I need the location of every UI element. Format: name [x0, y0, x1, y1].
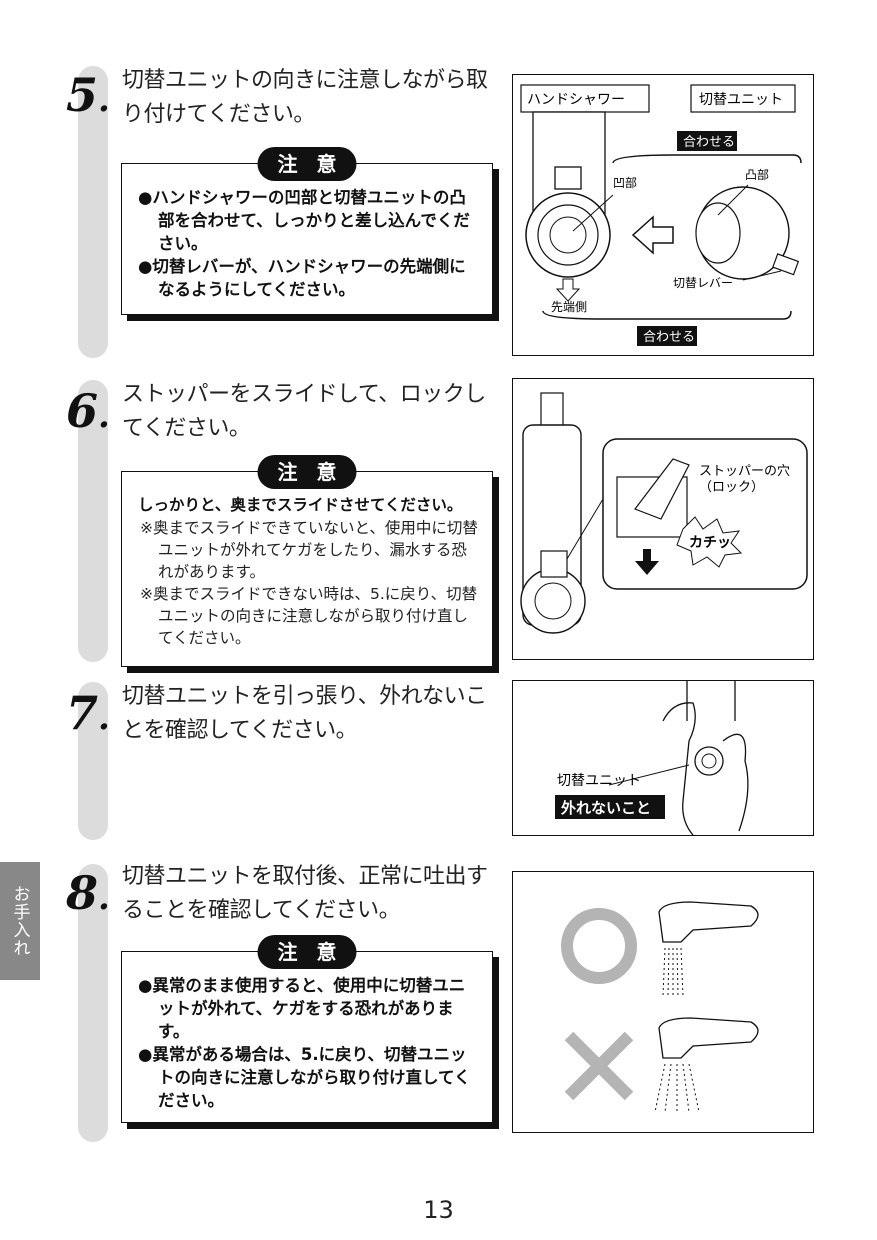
step-7-number: 7. [66, 686, 110, 740]
ng-cross-icon [564, 1031, 634, 1101]
step-8-caution-box: 注 意 ●異常のまま使用すると、使用中に切替ユニットが外れて、ケガをする恐れがあ… [121, 935, 493, 1123]
step-6-caution-box: 注 意 しっかりと、奥までスライドさせてください。 ※奥までスライドできていない… [121, 455, 493, 667]
page-number: 13 [423, 1196, 454, 1224]
label-lock: （ロック） [699, 480, 764, 495]
caution-line: ●異常のまま使用すると、使用中に切替ユニットが外れて、ケガをする恐れがあります。 [138, 976, 466, 1041]
caution-label: 注 意 [257, 455, 357, 489]
step-5-bar [78, 66, 108, 358]
section-side-tab[interactable]: お手入れ [0, 862, 40, 980]
label-align-top: 合わせる [683, 135, 735, 150]
caution-line: ●異常がある場合は、5.に戻り、切替ユニットの向きに注意しながら取り付け直してく… [138, 1045, 471, 1110]
label-switch-unit: 切替ユニット [699, 92, 783, 108]
step-6-bar [78, 380, 108, 662]
step-8-number: 8. [66, 866, 110, 920]
label-concave: 凹部 [613, 175, 637, 190]
step-8-title: 切替ユニットを取付後、正常に吐出することを確認してください。 [122, 864, 488, 923]
step-6-figure: ストッパーの穴 （ロック） カチッ [512, 378, 814, 660]
label-switch-unit: 切替ユニット [557, 773, 641, 789]
step-6-title: ストッパーをスライドして、ロックしてください。 [122, 382, 486, 441]
ok-circle-icon [561, 908, 637, 984]
label-align-bottom: 合わせる [643, 330, 695, 345]
caution-line: ●切替レバーが、ハンドシャワーの先端側になるようにしてください。 [138, 257, 466, 299]
step-6-number: 6. [66, 384, 110, 438]
step-5-caution-box: 注 意 ●ハンドシャワーの凹部と切替ユニットの凸部を合わせて、しっかりと差し込ん… [121, 147, 493, 315]
step-5-figure: ハンドシャワー 切替ユニット 合わせる 凹部 凸部 切替レバー 先端側 合わせる [512, 74, 814, 356]
label-lever: 切替レバー [673, 276, 733, 290]
caution-label: 注 意 [257, 935, 357, 969]
step-5-number: 5. [66, 68, 110, 122]
label-click: カチッ [689, 535, 731, 551]
step-8-figure [512, 871, 814, 1133]
label-stopper-hole: ストッパーの穴 [699, 464, 790, 479]
step-8-bar [78, 864, 108, 1142]
label-hand-shower: ハンドシャワー [527, 92, 625, 108]
label-convex: 凸部 [745, 167, 769, 182]
caution-lead: しっかりと、奥までスライドさせてください。 [138, 496, 463, 514]
caution-line: ●ハンドシャワーの凹部と切替ユニットの凸部を合わせて、しっかりと差し込んでくださ… [138, 188, 470, 253]
step-7-bar [78, 682, 108, 840]
caution-note: ※奥までスライドできていないと、使用中に切替ユニットが外れてケガをしたり、漏水す… [140, 519, 478, 581]
caution-label: 注 意 [257, 147, 357, 181]
step-7-figure: 切替ユニット 外れないこと [512, 680, 814, 836]
label-tip-side: 先端側 [551, 300, 587, 314]
caution-note: ※奥までスライドできない時は、5.に戻り、切替ユニットの向きに注意しながら取り付… [140, 585, 478, 647]
label-not-detach: 外れないこと [560, 799, 651, 817]
step-7-title: 切替ユニットを引っ張り、外れないことを確認してください。 [122, 684, 487, 743]
step-5-title: 切替ユニットの向きに注意しながら取り付けてください。 [122, 68, 488, 127]
